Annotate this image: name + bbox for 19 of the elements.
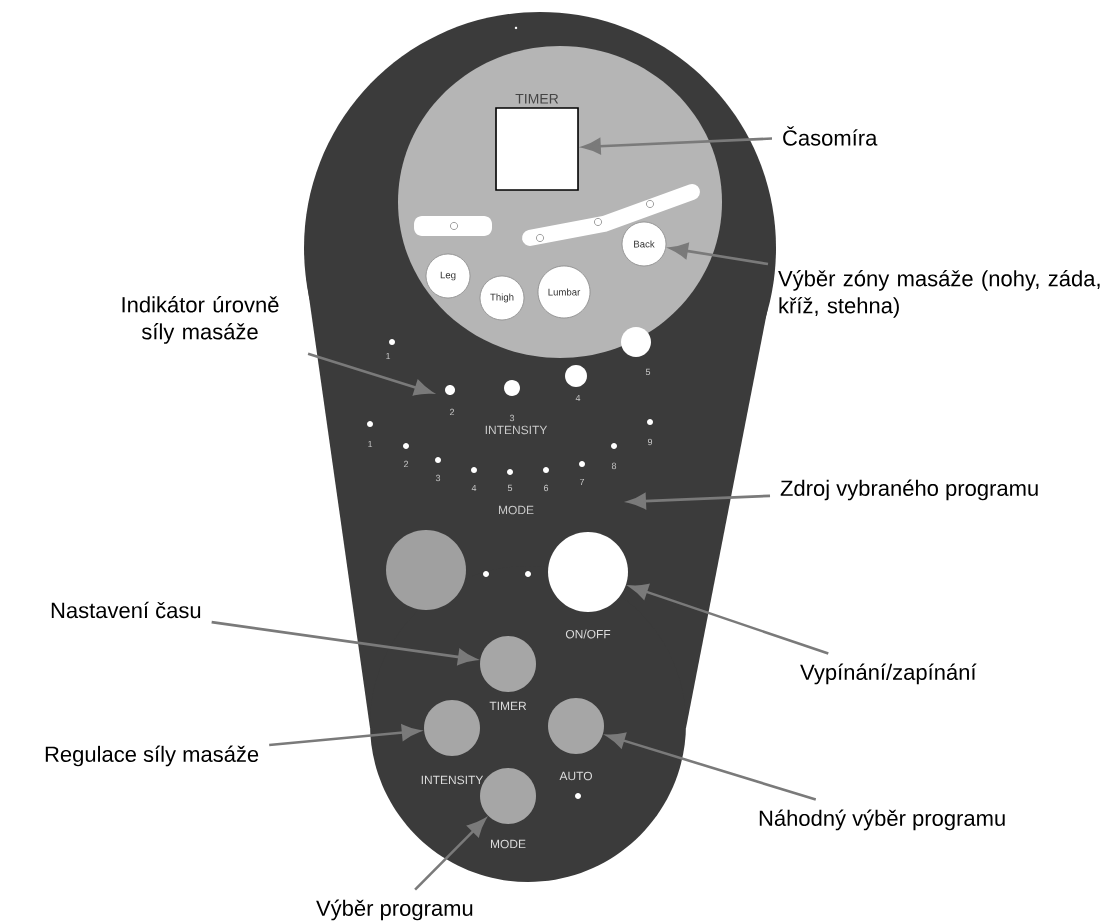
callout-text: Indikátor úrovně síly masáže bbox=[122, 296, 279, 344]
leader-arrow bbox=[211, 620, 477, 665]
callout-text: Regulace síly masáže bbox=[45, 745, 259, 767]
leader-arrow bbox=[627, 493, 771, 510]
leader-arrow bbox=[269, 724, 421, 747]
callout-text: Časomíra bbox=[783, 126, 878, 146]
round-button bbox=[386, 529, 466, 610]
callout-text: Zdroj vybraného programu bbox=[780, 479, 1038, 501]
leader-arrow bbox=[414, 818, 486, 891]
leader-arrow bbox=[307, 352, 433, 396]
callout-text: Výběr zóny masáže (nohy, záda, kříž, stehna) bbox=[778, 270, 1100, 318]
leader-arrow bbox=[629, 584, 829, 655]
leader-arrow bbox=[669, 243, 769, 266]
leader-arrow bbox=[606, 732, 817, 801]
callout-text: Náhodný výběr programu bbox=[759, 809, 1005, 831]
callout-text: Nastavení času bbox=[51, 601, 201, 619]
leader-arrow bbox=[582, 137, 773, 155]
callout-text: Vypínání/zapínání bbox=[800, 663, 977, 685]
callout-text: Výběr programu bbox=[316, 899, 473, 921]
